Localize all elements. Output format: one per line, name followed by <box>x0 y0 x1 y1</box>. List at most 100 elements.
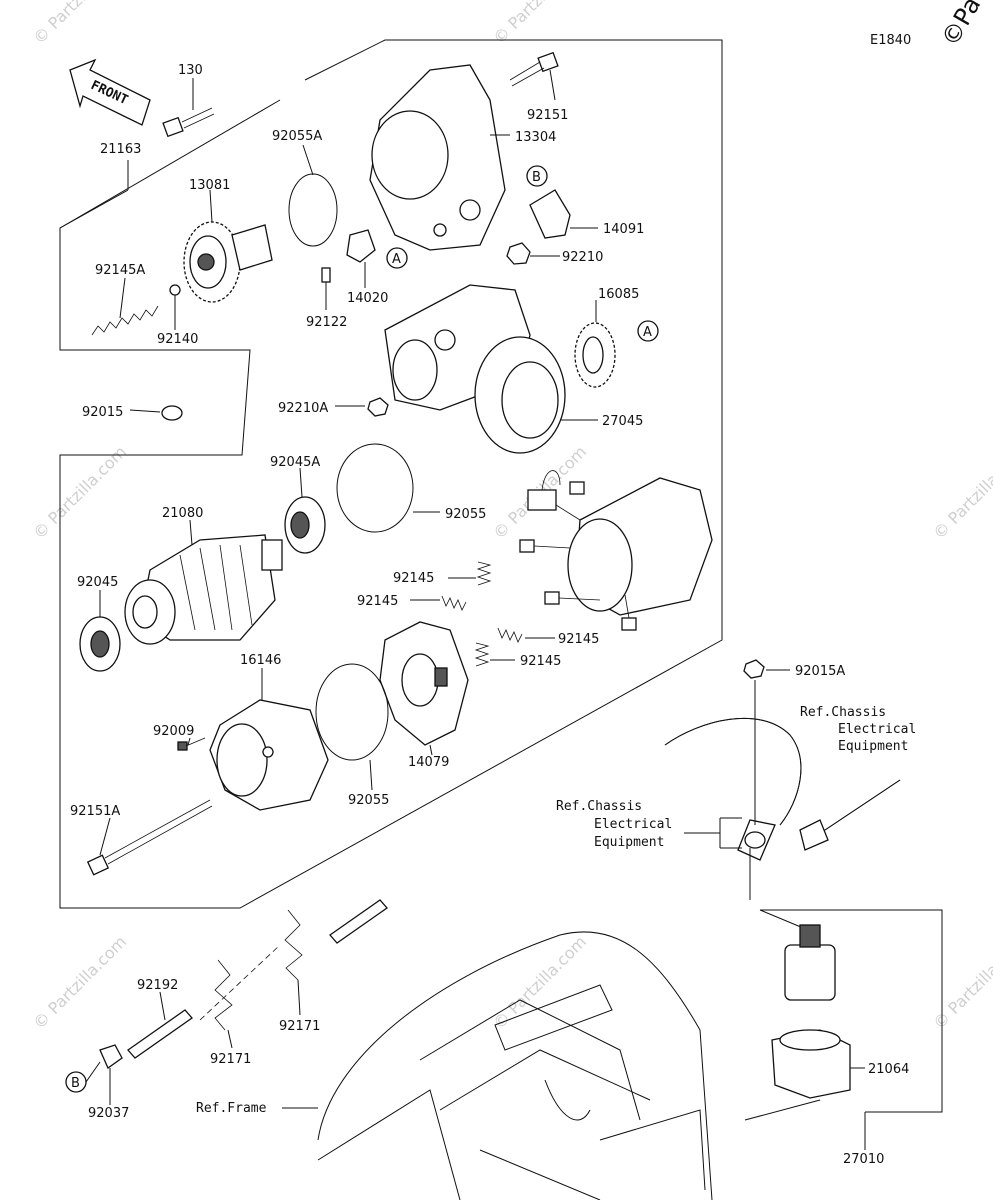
yoke-icon <box>519 470 713 631</box>
part-label-16085: 16085 <box>598 287 639 302</box>
nut-92015a-icon <box>743 659 765 679</box>
clip-92171-icon <box>284 909 303 981</box>
watermark-text: © Partzilla.com <box>29 0 130 48</box>
spring-92145a-icon <box>91 305 159 336</box>
watermark-text: © Partzilla.com <box>29 932 130 1033</box>
part-label-21064: 21064 <box>868 1062 909 1077</box>
svg-text:A: A <box>392 252 401 267</box>
part-label-14079: 14079 <box>408 755 449 770</box>
ref-chassis-right-line2: Electrical <box>838 722 916 737</box>
part-label-21080: 21080 <box>162 506 203 521</box>
part-label-92192: 92192 <box>137 978 178 993</box>
part-label-92151: 92151 <box>527 108 568 123</box>
gear-13081-icon <box>183 221 273 303</box>
part-label-92009: 92009 <box>153 724 194 739</box>
nut-92210-icon <box>506 242 531 265</box>
callout-b-top: B <box>526 165 548 187</box>
gear-16085-icon <box>574 322 616 388</box>
svg-text:B: B <box>532 170 541 185</box>
part-label-92055-top: 92055 <box>445 507 486 522</box>
part-label-92145-4: 92145 <box>520 654 561 669</box>
clamp-92037-icon <box>99 1044 123 1069</box>
part-label-92122: 92122 <box>306 315 347 330</box>
ref-chassis-right-line1: Ref.Chassis <box>800 705 886 720</box>
watermark-text: © Partzilla.com <box>489 932 590 1033</box>
callout-b-bottom: B <box>65 1071 87 1093</box>
o-ring-92055a-icon <box>288 173 338 247</box>
watermark-text: © Partzilla.com <box>929 932 993 1033</box>
part-label-13081: 13081 <box>189 178 230 193</box>
ref-chassis-mid-line3: Equipment <box>594 835 664 850</box>
part-label-92055a: 92055A <box>272 129 322 144</box>
watermark-text: © Partzilla.com <box>929 442 993 543</box>
bearing-92045-icon <box>79 616 121 672</box>
part-label-92140: 92140 <box>157 332 198 347</box>
svg-text:A: A <box>643 325 652 340</box>
cap-14091-icon <box>529 189 571 239</box>
frame-icon <box>317 931 713 1200</box>
pin-rod-icon <box>329 899 388 944</box>
part-label-92145-3: 92145 <box>558 632 599 647</box>
pin-92192-icon <box>127 1009 193 1059</box>
cover-27045-icon <box>474 336 566 454</box>
part-label-92145-2: 92145 <box>357 594 398 609</box>
part-label-14091: 14091 <box>603 222 644 237</box>
part-label-92210a: 92210A <box>278 401 328 416</box>
nut-92210a-icon <box>367 397 389 417</box>
callout-a-top: A <box>386 247 408 269</box>
front-arrow-icon: FRONT <box>69 58 151 126</box>
screw-92009-icon <box>177 737 206 751</box>
ref-frame: Ref.Frame <box>196 1101 267 1116</box>
o-ring-92055-bottom-icon <box>315 663 389 761</box>
spring-92145-icon <box>441 595 467 611</box>
wiring-harness-icon <box>664 680 901 900</box>
part-label-92045: 92045 <box>77 575 118 590</box>
part-label-92015a: 92015A <box>795 664 845 679</box>
spring-92145-icon <box>474 642 490 667</box>
part-label-14020: 14020 <box>347 291 388 306</box>
watermark-text: © Partzilla.com <box>489 0 590 48</box>
part-label-130: 130 <box>178 63 203 78</box>
cap-92015-icon <box>161 405 183 421</box>
diagram-code: E1840 <box>870 33 911 48</box>
spring-92145-icon <box>476 561 492 586</box>
bolt-92151-icon <box>509 51 559 87</box>
housing-13304-icon <box>369 64 506 251</box>
watermark-text: © Partzilla.com <box>29 442 130 543</box>
armature-21080-icon <box>124 534 283 645</box>
part-label-92015: 92015 <box>82 405 123 420</box>
part-label-92151a: 92151A <box>70 804 120 819</box>
callout-a-right: A <box>637 320 659 342</box>
spring-92145-icon <box>497 627 523 643</box>
solenoid-outline <box>760 909 943 1113</box>
pin-92122-icon <box>321 267 331 283</box>
part-label-92171-2: 92171 <box>279 1019 320 1034</box>
clip-92171-icon <box>214 959 233 1031</box>
corner-watermark: ©Pa <box>936 0 986 51</box>
ref-chassis-right-line3: Equipment <box>838 739 908 754</box>
leader-lines <box>85 69 865 1121</box>
part-label-92037: 92037 <box>88 1106 129 1121</box>
brush-plate-14079-icon <box>379 621 469 746</box>
assembly-outline <box>59 39 723 909</box>
part-label-13304: 13304 <box>515 130 556 145</box>
part-label-92045a: 92045A <box>270 455 320 470</box>
part-label-16146: 16146 <box>240 653 281 668</box>
part-label-92210: 92210 <box>562 250 603 265</box>
part-label-92055-bottom: 92055 <box>348 793 389 808</box>
end-cover-16146-icon <box>209 699 329 811</box>
bolt-92151a-icon <box>86 799 213 876</box>
ref-chassis-mid-line2: Electrical <box>594 817 672 832</box>
part-label-27045: 27045 <box>602 414 643 429</box>
part-label-92171-1: 92171 <box>210 1052 251 1067</box>
solenoid-21064-icon <box>771 924 851 1099</box>
bolt-130-icon <box>162 107 215 138</box>
o-ring-92055-top-icon <box>336 443 414 533</box>
part-14020-icon <box>346 229 376 263</box>
part-label-92145-1: 92145 <box>393 571 434 586</box>
svg-text:B: B <box>71 1076 80 1091</box>
part-label-92145a: 92145A <box>95 263 145 278</box>
ball-92140-icon <box>169 284 181 296</box>
bearing-92045a-icon <box>284 496 326 554</box>
